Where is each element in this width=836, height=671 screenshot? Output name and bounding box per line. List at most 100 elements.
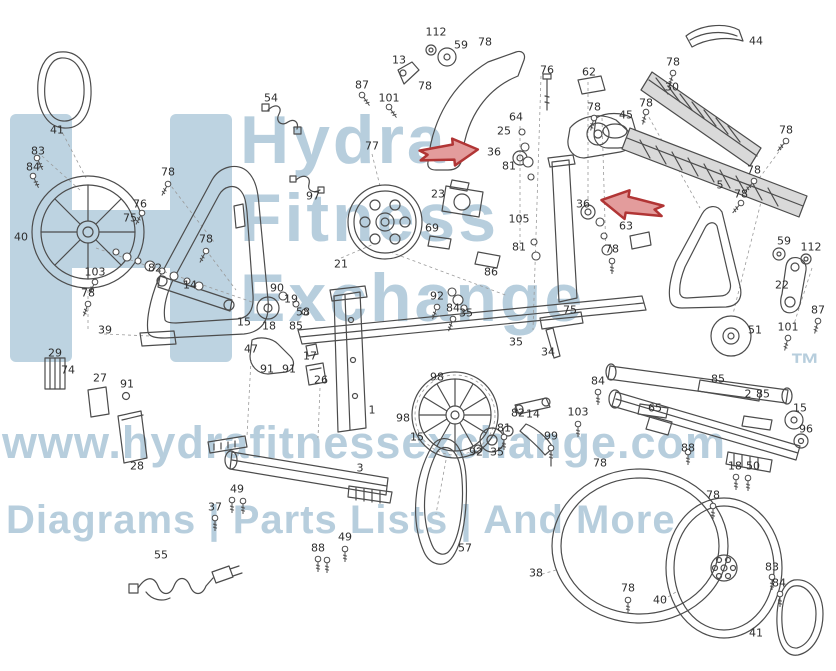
- part-callout: 92: [469, 445, 483, 459]
- hardware-boxes-illustration: [44, 357, 148, 464]
- part-callout: 91: [120, 377, 134, 391]
- part-callout: 29: [48, 346, 62, 360]
- part-callout: 112: [425, 25, 447, 39]
- main-frame-illustration: [297, 154, 652, 433]
- watermark-url: www.hydrafitnessexchange.com: [2, 417, 727, 468]
- part-callout: 35: [509, 335, 523, 349]
- highlight-arrow-right-roller: [600, 189, 665, 221]
- part-callout: 54: [264, 91, 278, 105]
- part-callout: 26: [314, 373, 328, 387]
- part-callout: 81: [512, 240, 526, 254]
- part-callout: 39: [98, 323, 112, 337]
- part-callout: 41: [749, 626, 763, 640]
- part-callout: 78: [621, 581, 635, 595]
- part-callout: 78: [734, 187, 748, 201]
- left-foot-rail-illustration: [207, 435, 393, 504]
- part-callout: 15: [410, 430, 424, 444]
- upper-swing-arm-illustration: [397, 44, 526, 171]
- part-callout: 28: [130, 459, 144, 473]
- part-callout: 35: [459, 306, 473, 320]
- part-callout: 78: [593, 456, 607, 470]
- part-callout: 36: [576, 197, 590, 211]
- part-callout: 30: [665, 80, 679, 94]
- fastener-hardware-illustration: [112, 128, 613, 316]
- part-callout: 62: [582, 65, 596, 79]
- part-callout: 47: [244, 342, 258, 356]
- part-callout: 87: [811, 303, 825, 317]
- part-callout: 88: [681, 441, 695, 455]
- part-callout: 78: [199, 232, 213, 246]
- part-callout: 98: [396, 411, 410, 425]
- bracket-illustration: [577, 75, 606, 95]
- drive-belt-illustration: [415, 438, 467, 565]
- power-cord-illustration: [128, 565, 243, 601]
- part-callout: 55: [154, 548, 168, 562]
- part-callout: 97: [306, 189, 320, 203]
- right-frame-arm-illustration: [668, 206, 742, 309]
- part-callout: 64: [509, 110, 523, 124]
- seat-rail-lower-illustration: [621, 127, 808, 218]
- part-callout: 101: [777, 320, 799, 334]
- part-callout: 34: [541, 345, 555, 359]
- seat-rail-upper-illustration: [640, 71, 762, 167]
- left-crank-arm-illustration: [156, 275, 235, 312]
- drive-pulley-illustration: [411, 371, 499, 459]
- part-callout: 78: [587, 100, 601, 114]
- part-callout: 49: [338, 530, 352, 544]
- part-callout: 63: [619, 219, 633, 233]
- left-pedal-crank-illustration: [249, 296, 327, 386]
- part-callout: 5: [716, 178, 724, 192]
- right-crank-arm-illustration: [772, 247, 812, 449]
- part-callout: 65: [648, 401, 662, 415]
- part-callout: 96: [799, 422, 813, 436]
- part-callout: 37: [208, 500, 222, 514]
- part-callout: 77: [365, 139, 379, 153]
- watermark-trademark: ™: [790, 348, 820, 381]
- part-callout: 75: [563, 303, 577, 317]
- part-callout: 84: [591, 374, 605, 388]
- highlight-arrow-left-roller: [418, 137, 480, 167]
- part-callout: 83: [31, 144, 45, 158]
- carriage-bolt-illustration: [542, 73, 552, 111]
- part-callout: 101: [378, 91, 400, 105]
- watermark-logo-h: [10, 114, 232, 362]
- part-callout: 49: [230, 482, 244, 496]
- part-callout: 3: [356, 461, 364, 475]
- part-callout: 105: [508, 212, 530, 226]
- part-callout: 78: [666, 55, 680, 69]
- part-callout: 41: [50, 123, 64, 137]
- part-callout: 84: [772, 576, 786, 590]
- resistance-motor-illustration: [427, 179, 501, 269]
- part-callout: 103: [84, 265, 106, 279]
- part-callout: 92: [430, 289, 444, 303]
- part-callout: 88: [311, 541, 325, 555]
- right-roller-wheel-illustration: [645, 315, 762, 436]
- logo-crossbar: [64, 210, 178, 268]
- part-callout: 86: [484, 265, 498, 279]
- watermark-brand-line-1: Hydra: [240, 102, 448, 178]
- part-callout: 83: [765, 560, 779, 574]
- part-callout: 91: [260, 362, 274, 376]
- part-callout: 59: [777, 234, 791, 248]
- part-callout: 14: [183, 278, 197, 292]
- part-callout: 78: [639, 96, 653, 110]
- part-callout: 78: [706, 488, 720, 502]
- part-callout: 103: [567, 405, 589, 419]
- part-callout: 17: [303, 349, 317, 363]
- part-callout: 112: [800, 240, 822, 254]
- part-callout: 15: [793, 401, 807, 415]
- part-callout: 78: [478, 35, 492, 49]
- part-callout: 87: [355, 78, 369, 92]
- part-callout: 76: [133, 197, 147, 211]
- part-callout: 1: [368, 403, 376, 417]
- part-callout: 81: [502, 159, 516, 173]
- part-callout: 25: [497, 124, 511, 138]
- part-callout: 15: [237, 315, 251, 329]
- part-callout: 38: [529, 566, 543, 580]
- part-callout: 27: [93, 371, 107, 385]
- part-callout: 23: [431, 187, 445, 201]
- part-callout: 84: [446, 301, 460, 315]
- part-callout: 69: [425, 221, 439, 235]
